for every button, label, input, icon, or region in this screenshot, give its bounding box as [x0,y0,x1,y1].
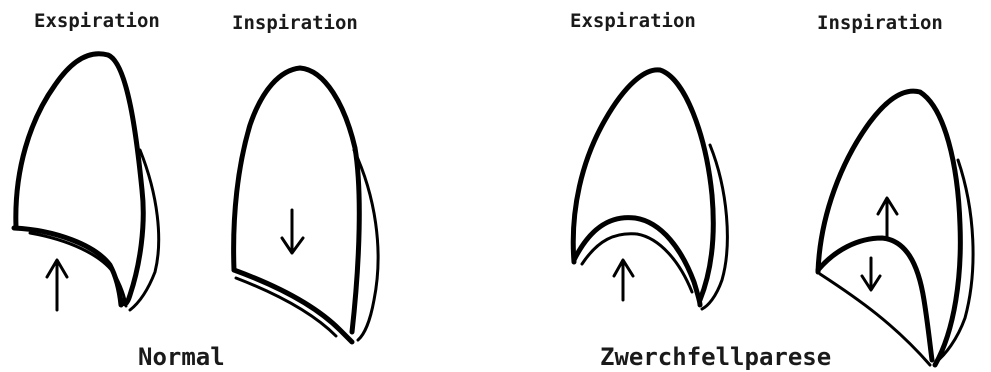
diaphragm-line [236,278,336,336]
lung-back-contour [936,160,973,362]
lung-outline [573,70,713,300]
lung-paresis-expiration [573,70,727,309]
diaphragm-line [14,228,121,305]
diaphragm-back [820,274,930,365]
down-arrow-icon [862,258,880,290]
diaphragm-dome [574,218,700,305]
lung-normal-expiration [14,54,159,310]
caption-paresis: Zwerchfellparese [600,345,831,369]
lung-outline [16,54,143,304]
lung-outline [234,68,360,332]
lung-normal-inspiration [234,68,378,342]
caption-normal: Normal [138,345,225,369]
up-arrow-icon [614,260,633,300]
diaphragm-dome [818,238,932,360]
down-arrow-icon [282,210,303,253]
lung-paresis-inspiration [818,91,973,365]
up-arrow-icon [47,260,67,310]
up-arrow-icon [878,198,897,238]
